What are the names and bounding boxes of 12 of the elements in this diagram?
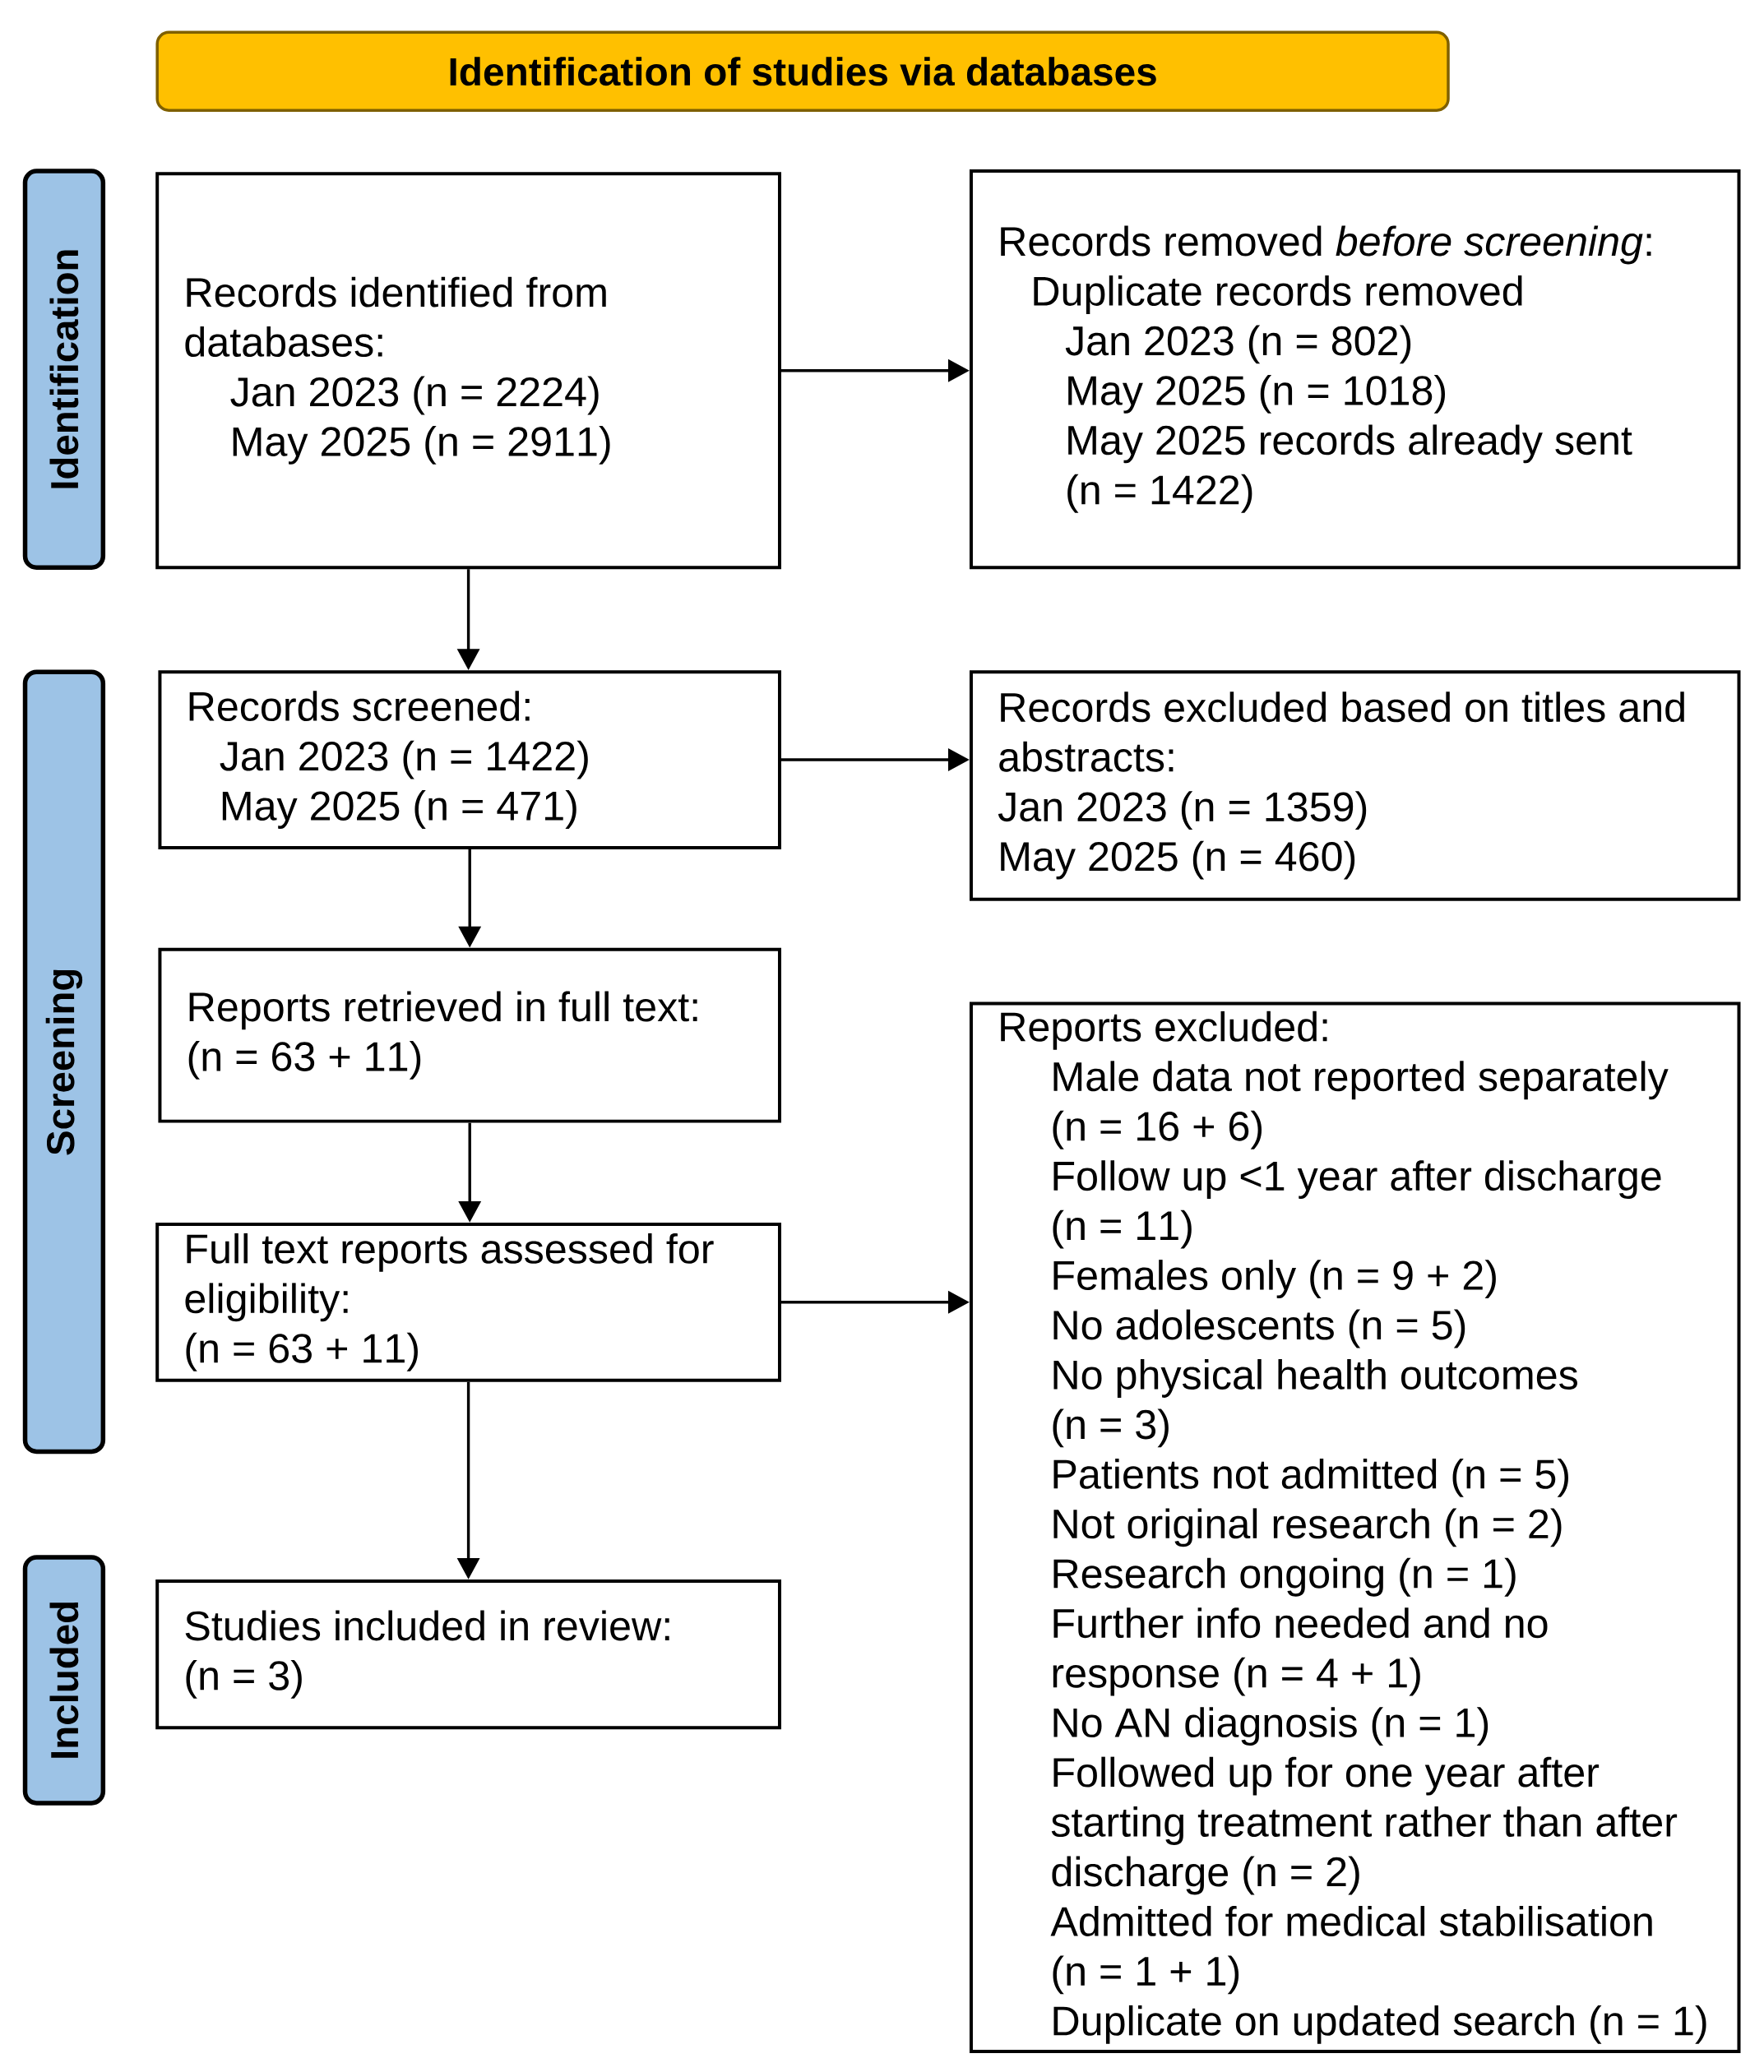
stage-band: Screening (22, 669, 106, 1455)
process-box: Full text reports assessed for eligibility: (n = 63 + 11) (155, 1223, 781, 1382)
process-box: Reports retrieved in full text: (n = 63 + 11) (158, 947, 781, 1123)
stage-band: Included (22, 1555, 106, 1806)
process-box: Records screened: Jan 2023 (n = 1422) May 2025 (n = 471) (158, 670, 781, 849)
process-box: Records removed before screening: Duplicate records removed Jan 2023 (n = 802) May 2025 (n = 1018) May 2025 records already sent (n = 1422) (969, 169, 1741, 570)
stage-band: Identification (22, 169, 106, 570)
process-box: Records identified from databases: Jan 2023 (n = 2224) May 2025 (n = 2911) (155, 172, 781, 570)
process-box: Records excluded based on titles and abstracts: Jan 2023 (n = 1359) May 2025 (n = 460) (969, 670, 1741, 901)
title-banner: Identification of studies via databases (155, 30, 1450, 112)
process-box: Studies included in review: (n = 3) (155, 1579, 781, 1730)
process-box: Reports excluded: Male data not reported separately (n = 16 + 6) Follow up <1 year after discharge (n = 11) Females only (n = 9 + 2) No adolescents (n = 5) No physical health outcomes (n = 3) Patients not admitted (n = 5) Not original research (n = 2) Research ongoing (n = 1) Further info needed and no response (n = 4 + 1) No AN diagnosis (n = 1) Followed up for one year after starting treatment rather than after discharge (n = 2) Admitted for medical stabilisation (n = 1 + 1) Duplicate on updated search (n = 1) (969, 1001, 1741, 2054)
